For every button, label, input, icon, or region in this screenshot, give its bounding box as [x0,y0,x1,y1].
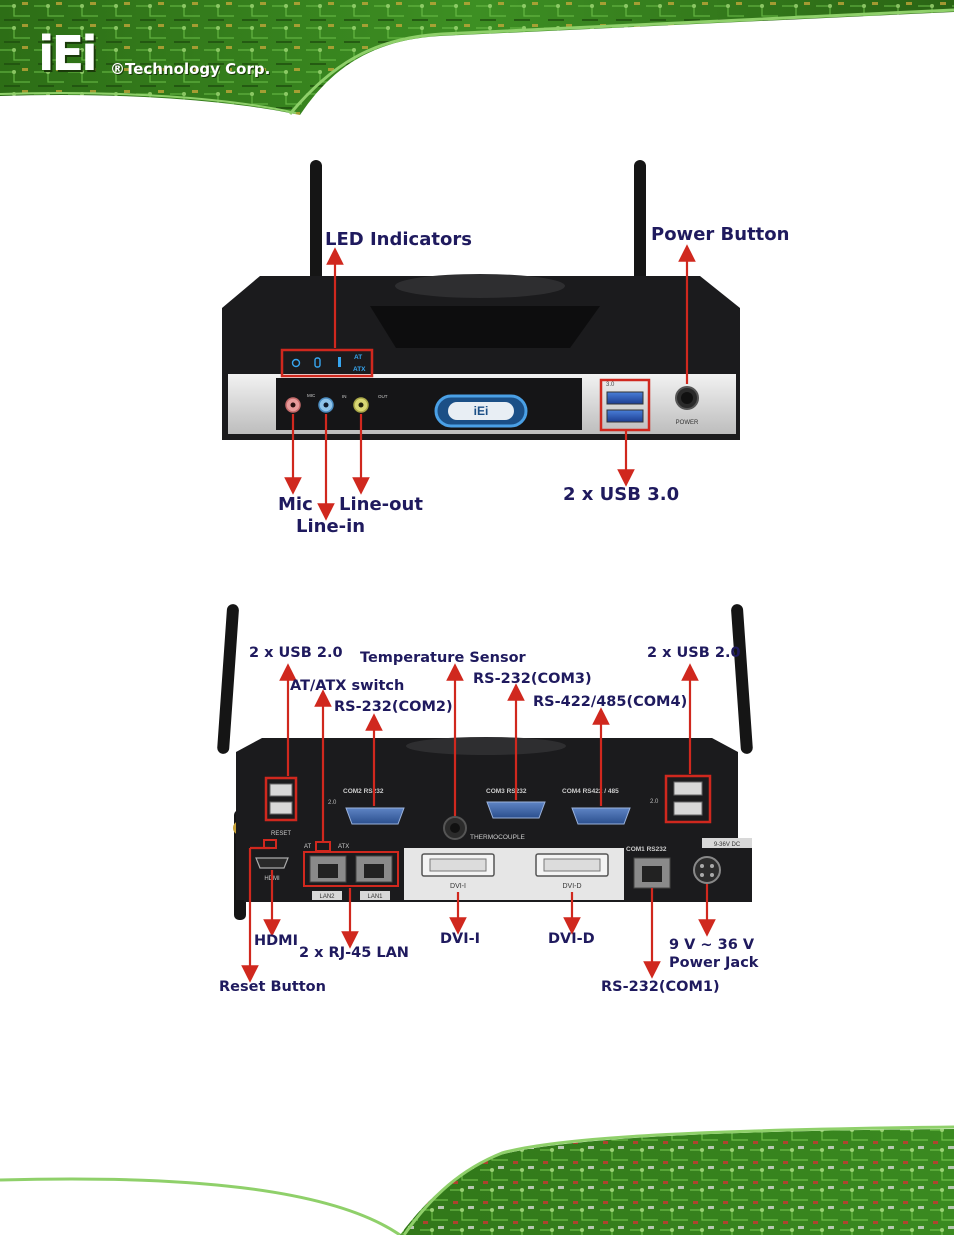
power-button-callout: Power Button [651,224,790,245]
rj45-lan-callout: 2 x RJ-45 LAN [299,945,409,961]
hdd-led-icon [314,357,321,368]
com2-device-label: COM2 RS232 [343,788,384,795]
reset-button-callout: Reset Button [219,979,326,995]
temperature-sensor-jack[interactable] [443,816,467,840]
usb30-label: 3.0 [606,382,615,388]
led-indicators-label: LED Indicators [325,229,472,250]
lan1-label: LAN1 [367,894,383,900]
usb30-ports[interactable]: 3.0 [599,378,651,432]
front-callout-arrows [284,244,696,521]
led-at-text: AT [354,354,362,361]
com3-port[interactable] [486,801,546,819]
line-in-jack[interactable] [318,397,334,413]
com4-device-label: COM4 RS422 / 485 [562,788,619,795]
line-in-callout: Line-in [296,516,366,537]
usb20-left-ports[interactable] [264,776,298,822]
usb20-left-label: 2.0 [328,800,337,806]
hdmi-callout: HDMI [254,933,298,949]
dvi-d-callout: DVI-D [548,931,595,947]
temperature-sensor-callout: Temperature Sensor [360,650,526,666]
usb20-right-callout: 2 x USB 2.0 [647,645,741,661]
rear-callout-arrows [241,663,716,983]
rs232-com2-callout: RS-232(COM2) [334,699,453,715]
rs232-com1-callout: RS-232(COM1) [601,979,720,995]
line-out-callout: Line-out [339,494,423,515]
rs422-485-com4-callout: RS-422/485(COM4) [533,694,688,710]
lan-ports[interactable] [303,851,399,887]
front-logo-text: iEi [474,404,489,418]
power-led-icon [291,358,301,368]
line-out-jack-label: OUT [378,394,388,399]
power-jack-callout-line2: Power Jack [669,955,759,971]
power-button[interactable] [675,386,699,410]
mic-callout: Mic [278,494,313,515]
com3-device-label: COM3 RS232 [486,788,527,795]
led-indicator-group: AT ATX [280,348,374,378]
dvi-i-callout: DVI-I [440,931,481,947]
line-in-jack-label: IN [342,394,347,399]
power-jack[interactable] [693,856,721,884]
company-logo: iEi ®Technology Corp. [38,26,270,82]
power-button-label: POWER [676,420,699,426]
temperature-led-icon [338,357,341,367]
usb20-right-ports[interactable] [664,774,712,824]
usb30-callout: 2 x USB 3.0 [563,484,680,505]
thermocouple-label: THERMOCOUPLE [470,834,526,841]
mic-jack[interactable] [285,397,301,413]
rs232-com3-callout: RS-232(COM3) [473,671,592,687]
com2-port[interactable] [345,807,405,825]
footer-banner [0,1125,954,1235]
power-jack-callout-line1: 9 V ~ 36 V [669,937,755,953]
at-device-label: AT [304,844,312,850]
lan2-label: LAN2 [319,894,335,900]
usb20-left-callout: 2 x USB 2.0 [249,645,343,661]
company-name: ®Technology Corp. [110,60,271,78]
front-logo-badge: iEi [434,394,528,428]
dvi-i-device-label: DVI-I [450,883,466,890]
header-background [0,0,954,115]
dvi-d-port[interactable] [535,853,609,877]
reset-label: RESET [271,831,291,837]
front-antenna-right [634,160,646,300]
front-antenna-left [310,160,322,300]
at-atx-switch-callout: AT/ATX switch [290,678,405,694]
mic-jack-label: MIC [307,393,316,398]
com1-device-label: COM1 RS232 [626,846,667,853]
hdmi-port[interactable] [255,857,289,869]
atx-device-label: ATX [338,844,349,850]
dvi-i-port[interactable] [421,853,495,877]
line-out-jack[interactable] [353,397,369,413]
header-banner: iEi ®Technology Corp. [0,0,954,115]
logo-mark: iEi [38,26,98,82]
dvi-d-device-label: DVI-D [562,883,581,890]
com1-port[interactable] [633,857,671,889]
led-atx-text: ATX [353,366,366,373]
usb20-right-label: 2.0 [650,799,659,805]
footer-background [0,1125,954,1235]
com4-port[interactable] [571,807,631,825]
dc-device-label: 9-36V DC [714,842,741,848]
